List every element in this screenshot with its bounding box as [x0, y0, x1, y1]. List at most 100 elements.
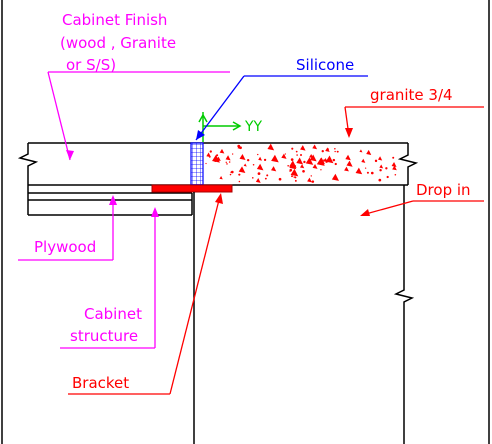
granite-speckle	[257, 153, 259, 156]
granite-speckle	[237, 144, 241, 148]
granite-speckle	[263, 158, 267, 162]
granite-speckle	[294, 165, 297, 167]
granite-speckle	[238, 166, 246, 174]
granite-speckle	[257, 172, 261, 175]
granite-speckle	[366, 171, 369, 174]
granite-speckle	[267, 143, 275, 151]
granite-speckle	[344, 166, 349, 172]
granite-speckle	[379, 168, 382, 172]
granite-speckle	[385, 167, 388, 170]
granite-speckle	[310, 175, 312, 177]
granite-speckle	[294, 176, 297, 179]
granite-speckle	[226, 163, 228, 165]
granite-speckle	[296, 157, 304, 165]
drop-in-label: Drop in	[416, 181, 471, 199]
granite-speckle	[205, 162, 207, 165]
granite-speckle	[246, 158, 250, 162]
granite-speckle	[307, 177, 312, 183]
granite-speckle	[331, 173, 339, 181]
granite-speckle	[334, 147, 336, 150]
granite-speckle	[378, 178, 382, 182]
granite-speckle	[334, 162, 337, 166]
granite-speckle	[287, 164, 289, 167]
bracket-label: Bracket	[72, 374, 129, 392]
granite-speckle	[231, 153, 234, 155]
drop-in-cabinet	[193, 185, 415, 444]
granite-speckle	[209, 150, 212, 153]
granite-speckle	[379, 164, 384, 169]
drop-in-callout: Drop in	[360, 181, 484, 216]
granite-speckle	[296, 154, 298, 156]
granite-speckle	[271, 154, 279, 163]
granite-speckle	[294, 179, 297, 182]
granite-speckle	[320, 169, 322, 171]
granite-speckle	[212, 154, 220, 163]
granite-speckle	[374, 159, 378, 163]
cabinet-finish-callout: Cabinet Finish (wood , Granite or S/S)	[47, 11, 230, 161]
silicone-label: Silicone	[296, 56, 354, 74]
granite-speckle	[325, 160, 328, 163]
cabinet-structure-callout: Cabinet structure	[60, 207, 159, 349]
granite-speckle	[238, 180, 241, 183]
granite-speckle	[281, 153, 287, 159]
granite-speckle	[334, 150, 336, 153]
granite-speckle	[321, 149, 324, 153]
granite-speckle	[225, 161, 227, 163]
granite-speckle	[346, 160, 353, 167]
plywood-callout: Plywood	[18, 195, 117, 261]
granite-speckle	[300, 154, 303, 157]
cabinet-finish-line-3: or S/S)	[66, 56, 116, 74]
granite-speckle	[361, 158, 366, 163]
silicone-callout: Silicone	[195, 56, 368, 141]
granite-speckle	[256, 163, 264, 171]
granite-speckle	[309, 154, 317, 162]
granite-speckle	[370, 171, 374, 175]
granite-speckle	[355, 167, 363, 175]
granite-label: granite 3/4	[370, 86, 453, 104]
cabinet-finish-line-1: Cabinet Finish	[62, 11, 167, 29]
granite-speckle	[255, 178, 261, 183]
granite-speckle	[305, 157, 314, 165]
granite-speckle	[311, 180, 315, 183]
cabinet-structure-line-1: Cabinet	[84, 305, 142, 323]
granite-speckle	[302, 169, 305, 173]
yy-axis-marker	[198, 112, 242, 142]
granite-speckle	[364, 167, 367, 169]
granite-speckle	[386, 175, 389, 179]
silicone-joint	[190, 142, 204, 186]
granite-speckle	[271, 166, 277, 172]
granite-speckle	[325, 147, 330, 152]
granite-callout: granite 3/4	[344, 86, 484, 138]
granite-speckle	[290, 158, 294, 161]
granite-speckle	[291, 147, 294, 150]
countertop	[17, 142, 419, 186]
granite-speckle	[312, 144, 318, 150]
granite-speckle	[293, 176, 295, 178]
granite-speckle	[312, 163, 318, 169]
granite-speckle	[206, 152, 211, 158]
granite-speckle	[392, 165, 397, 171]
granite-speckle	[303, 160, 306, 164]
granite-speckle	[239, 153, 246, 160]
granite-speckle	[252, 164, 255, 166]
yy-label: YY	[244, 119, 263, 135]
bracket-plate	[151, 184, 233, 193]
granite-speckle	[266, 174, 269, 177]
granite-speckle	[316, 157, 325, 166]
granite-speckle	[258, 156, 263, 161]
granite-speckle	[290, 168, 299, 177]
granite-speckle	[366, 149, 372, 155]
plywood-label: Plywood	[34, 238, 96, 256]
granite-speckle	[300, 145, 306, 151]
granite-fill	[205, 143, 397, 183]
granite-speckle	[264, 177, 267, 180]
granite-speckle	[377, 156, 383, 161]
granite-speckle	[228, 161, 231, 163]
granite-speckle	[243, 163, 247, 167]
granite-speckle	[278, 177, 282, 181]
granite-speckle	[225, 155, 231, 161]
granite-speckle	[295, 150, 298, 153]
granite-speckle	[284, 153, 286, 155]
bracket-callout: Bracket	[68, 193, 223, 395]
